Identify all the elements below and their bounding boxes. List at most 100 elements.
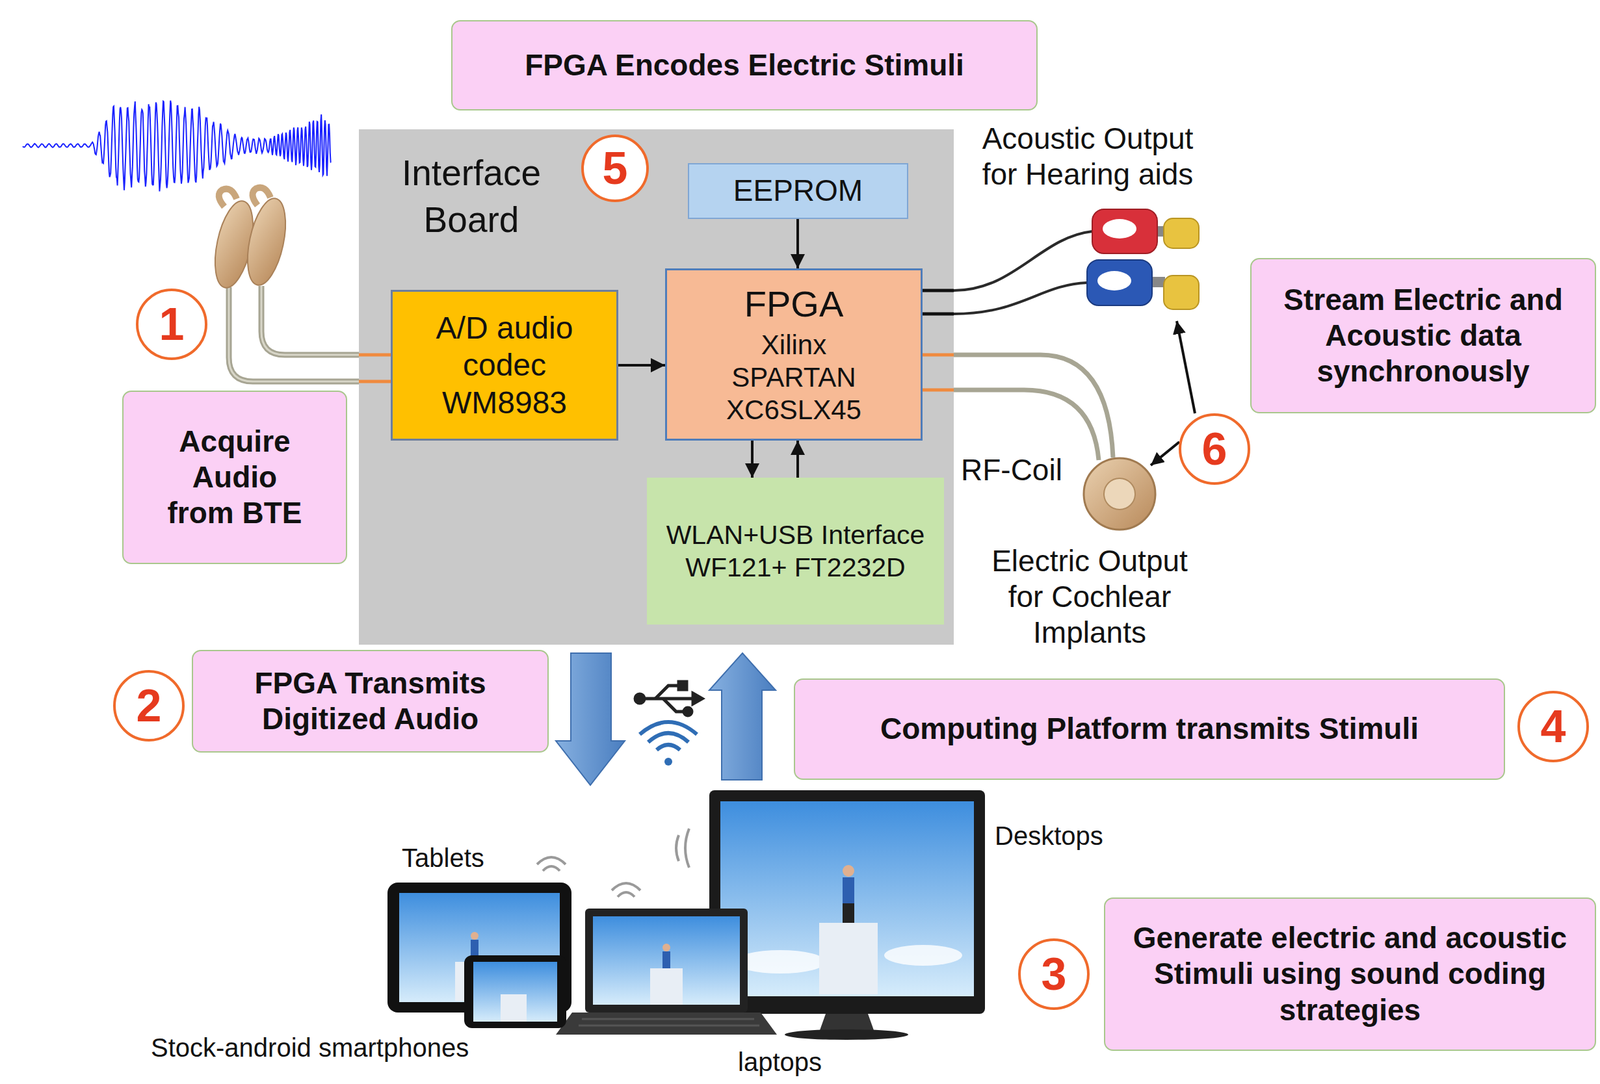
wifi-icon-part: [639, 722, 697, 735]
step-box: Stream Electric and Acoustic data synchr…: [1250, 258, 1597, 414]
usb-icon-part: [655, 685, 679, 699]
callout-number: 2: [136, 683, 162, 729]
wifi-icon-part: [648, 733, 689, 743]
signal-arrow: [796, 219, 800, 269]
usb-icon-part: [693, 693, 703, 705]
computing-devices-part-part: [676, 835, 679, 862]
computing-devices-part: [842, 865, 855, 878]
bte-hearing-aids-part: [228, 287, 359, 382]
computing-devices-part: [720, 801, 974, 997]
rf-coil-part: [1103, 478, 1136, 510]
computing-devices-part: [473, 962, 558, 1023]
computing-devices-part: [464, 955, 567, 1029]
callout-number: 3: [1041, 951, 1067, 998]
leader-arrows-part: [1176, 321, 1195, 414]
step-box: Acquire Audio from BTE: [122, 390, 348, 565]
computing-devices: [387, 790, 985, 1041]
hearing-aid-earphones-part: [1163, 218, 1199, 249]
rf-coil: [1083, 458, 1156, 530]
box-text: FPGA Transmits Digitized Audio: [207, 665, 534, 738]
device-label: laptops: [737, 1046, 881, 1078]
callout-number: 3: [1018, 938, 1090, 1011]
wifi-icon: [639, 722, 697, 766]
part-label-text: RF-Coil: [960, 453, 1063, 487]
device-label-text: Desktops: [994, 821, 1104, 851]
box-text: Stream Electric and Acoustic data synchr…: [1265, 282, 1581, 391]
hearing-aid-earphones-part: [1092, 209, 1158, 254]
device-label-text: Stock-android smartphones: [150, 1033, 469, 1063]
box-text: EEPROM: [733, 172, 863, 209]
board-wire-stubs-part-part: [922, 388, 954, 393]
computing-devices-part: [819, 1014, 875, 1033]
computing-devices-part: [819, 923, 878, 995]
box-text: Computing Platform transmits Stimuli: [880, 711, 1419, 748]
hearing-aid-earphones: [1087, 209, 1199, 310]
computing-devices-part: [662, 951, 671, 969]
step-box: Computing Platform transmits Stimuli: [793, 678, 1506, 781]
computing-devices-part-part: [611, 883, 641, 891]
computing-devices-part-part: [542, 866, 560, 872]
signal-arrow: [796, 440, 800, 478]
bte-hearing-aids-part: [261, 286, 359, 355]
board-wire-stubs-part-part: [922, 312, 954, 316]
callout-number: 4: [1540, 704, 1567, 750]
usb-icon-part: [678, 681, 687, 690]
computing-devices-part: [470, 932, 479, 941]
box-text: FPGA Encodes Electric Stimuli: [524, 47, 965, 84]
step-box: Generate electric and acoustic Stimuli u…: [1103, 897, 1597, 1052]
audio-waveform: [22, 100, 331, 192]
signal-arrow: [750, 440, 754, 478]
device-label-text: laptops: [737, 1048, 822, 1077]
computing-devices-part: [842, 903, 855, 924]
computing-devices-part: [650, 968, 683, 1006]
computing-devices-part: [709, 790, 985, 1015]
device-label: Stock-android smartphones: [150, 1032, 541, 1064]
box-text: Generate electric and acoustic Stimuli u…: [1119, 920, 1581, 1029]
rf-coil-part: [1083, 458, 1156, 530]
eeprom-chip: EEPROM: [687, 163, 909, 220]
callout-number: 6: [1178, 413, 1251, 486]
rf-coil-cables: [953, 354, 1114, 461]
wifi-icon-part: [656, 745, 681, 751]
callout-number: 4: [1517, 691, 1589, 763]
device-label: Desktops: [994, 820, 1164, 852]
output-label-text: Acoustic Output for Hearing aids: [982, 121, 1194, 192]
callout-number: 5: [581, 134, 649, 203]
computing-devices-part: [842, 877, 855, 904]
step-box: FPGA Encodes Electric Stimuli: [451, 20, 1038, 111]
acoustic-cables-part: [953, 231, 1093, 291]
computing-devices-part: [592, 916, 740, 1006]
signal-arrow: [618, 364, 666, 367]
step-box: FPGA Transmits Digitized Audio: [191, 650, 549, 753]
hearing-aid-earphones-part: [1163, 275, 1199, 310]
bte-hearing-aids-part: [228, 287, 359, 382]
board-wire-stubs-part-part: [358, 380, 391, 384]
computing-devices-part: [734, 950, 826, 974]
hearing-aid-earphones-part: [1102, 219, 1137, 239]
bte-hearing-aids: [208, 187, 359, 382]
fpga-chip: FPGAXilinx SPARTAN XC6SLX45: [665, 268, 923, 441]
acoustic-cables-part: [953, 282, 1088, 315]
computing-devices-part: [578, 1019, 760, 1026]
computing-devices-part: [662, 944, 671, 952]
box-text: Acquire Audio from BTE: [162, 423, 307, 532]
callout-number: 1: [159, 301, 185, 348]
acoustic-cables: [953, 231, 1093, 315]
output-label: Electric Output for Cochlear Implants: [972, 543, 1207, 652]
computing-devices-part: [884, 945, 963, 967]
computing-devices-part: [784, 1029, 909, 1041]
wifi-icon-part: [664, 758, 673, 766]
board-wire-stubs-part: [922, 290, 954, 315]
hearing-aid-earphones-part: [1097, 271, 1132, 291]
usb-icon-part: [683, 708, 692, 716]
box-text: WLAN+USB Interface WF121+ FT2232D: [665, 518, 926, 584]
usb-icon-part: [635, 694, 645, 704]
interface-board: Interface Board5EEPROMA/D audio codec WM…: [358, 129, 954, 645]
output-label-text: Electric Output for Cochlear Implants: [991, 544, 1188, 650]
box-text: FPGA: [744, 282, 844, 326]
down-transfer-arrow: [555, 653, 625, 786]
device-label-text: Tablets: [401, 843, 485, 873]
callout-number: 1: [135, 288, 208, 361]
usb-icon-part: [663, 698, 684, 712]
